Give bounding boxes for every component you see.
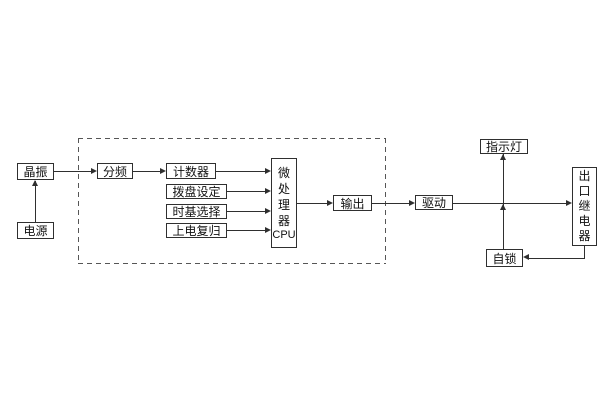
wire-divider-to-counter bbox=[133, 171, 160, 172]
node-self-lock: 自锁 bbox=[486, 249, 523, 267]
module-frame-right bbox=[385, 138, 386, 264]
node-dial-setting-label: 拨盘设定 bbox=[172, 185, 221, 199]
node-timebase-select: 时基选择 bbox=[166, 204, 227, 219]
wire-mpu-to-output bbox=[297, 203, 327, 204]
wire-counter-to-mpu bbox=[216, 171, 265, 172]
arrowhead-mpu-to-output bbox=[327, 200, 333, 206]
arrowhead-power-to-crystal bbox=[32, 180, 38, 186]
wire-relay-down bbox=[584, 246, 585, 258]
arrowhead-drive-to-relay bbox=[566, 200, 572, 206]
node-indicator-lamp: 指示灯 bbox=[480, 139, 528, 154]
module-frame-bottom bbox=[78, 263, 386, 264]
arrowhead-reset-to-mpu bbox=[265, 227, 271, 233]
node-frequency-divider: 分频 bbox=[97, 163, 133, 179]
arrowhead-crystal-to-divider bbox=[91, 168, 97, 174]
wire-reset-to-mpu bbox=[227, 230, 265, 231]
arrowhead-relay-to-selflock bbox=[523, 254, 529, 260]
node-poweron-reset: 上电复归 bbox=[166, 223, 227, 238]
node-cpu-label: CPU bbox=[272, 229, 296, 241]
node-power-supply: 电源 bbox=[17, 222, 54, 239]
arrowhead-timebase-to-mpu bbox=[265, 208, 271, 214]
arrowhead-divider-to-counter bbox=[160, 168, 166, 174]
node-crystal-oscillator-label: 晶振 bbox=[23, 165, 48, 179]
node-power-supply-label: 电源 bbox=[23, 224, 48, 238]
node-drive: 驱动 bbox=[415, 195, 453, 210]
node-outlet-relay-label: 出口继电器 bbox=[578, 169, 591, 243]
module-frame-top bbox=[78, 138, 386, 139]
wire-crystal-to-divider bbox=[54, 171, 91, 172]
node-output: 输出 bbox=[333, 195, 372, 211]
arrowhead-selflock-to-junction bbox=[500, 204, 506, 210]
wire-dial-to-mpu bbox=[227, 191, 265, 192]
arrowhead-to-indicator bbox=[500, 154, 506, 160]
node-microprocessor-cpu: 微处理器 CPU bbox=[271, 158, 297, 248]
node-drive-label: 驱动 bbox=[421, 196, 446, 210]
node-self-lock-label: 自锁 bbox=[492, 251, 517, 266]
node-indicator-lamp-label: 指示灯 bbox=[485, 140, 522, 154]
wire-timebase-to-mpu bbox=[227, 211, 265, 212]
wire-power-to-crystal bbox=[35, 181, 36, 222]
node-counter: 计数器 bbox=[166, 163, 216, 179]
node-crystal-oscillator: 晶振 bbox=[17, 163, 54, 180]
wire-selflock-to-indicator bbox=[503, 154, 504, 249]
wire-drive-to-relay bbox=[453, 203, 566, 204]
wire-output-to-drive bbox=[372, 203, 409, 204]
wire-relay-to-selflock bbox=[528, 258, 585, 259]
node-counter-label: 计数器 bbox=[172, 164, 209, 179]
node-outlet-relay: 出口继电器 bbox=[572, 167, 597, 246]
node-microprocessor-label: 微处理器 bbox=[277, 166, 290, 228]
node-dial-setting: 拨盘设定 bbox=[166, 184, 227, 199]
arrowhead-dial-to-mpu bbox=[265, 188, 271, 194]
arrowhead-output-to-drive bbox=[409, 200, 415, 206]
arrowhead-counter-to-mpu bbox=[265, 168, 271, 174]
node-poweron-reset-label: 上电复归 bbox=[172, 224, 221, 238]
node-timebase-select-label: 时基选择 bbox=[172, 205, 221, 219]
node-output-label: 输出 bbox=[340, 196, 365, 211]
module-frame-left bbox=[78, 138, 79, 264]
node-frequency-divider-label: 分频 bbox=[102, 164, 127, 179]
